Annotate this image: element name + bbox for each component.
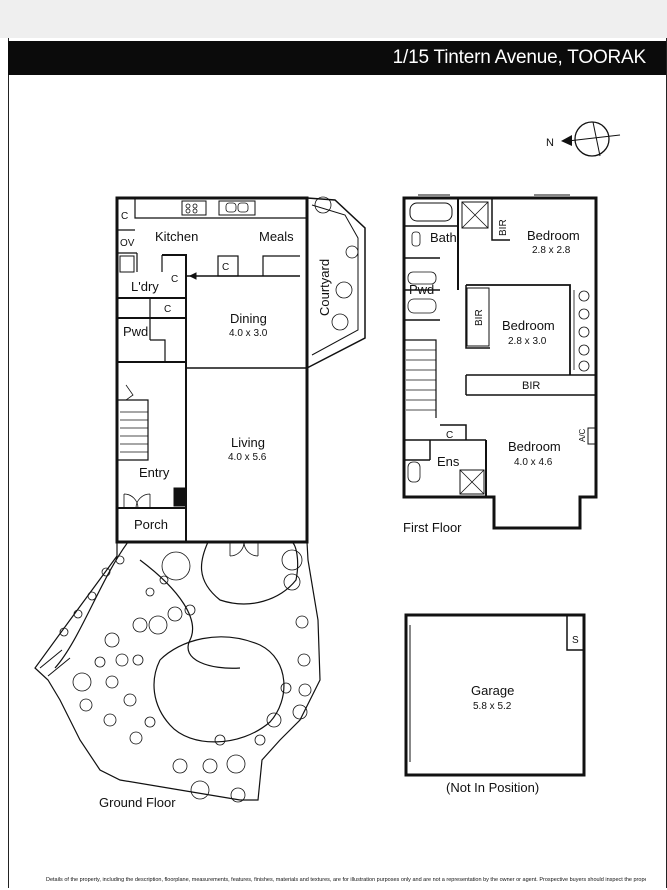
room-kitchen: Kitchen (155, 229, 198, 244)
room-bedroom-3: Bedroom (508, 439, 561, 454)
room-porch: Porch (134, 517, 168, 532)
room-ensuite: Ens (437, 454, 460, 469)
room-bedroom-2: Bedroom (502, 318, 555, 333)
room-bir-1: BIR (498, 219, 509, 236)
first-floor-title: First Floor (403, 520, 462, 535)
property-address: 1/15 Tintern Avenue, TOORAK (392, 47, 647, 68)
room-powder: Pwd (123, 324, 148, 339)
room-bedroom-1: Bedroom (527, 228, 580, 243)
room-bedroom-3-dims: 4.0 x 4.6 (514, 457, 553, 468)
garage-note: (Not In Position) (446, 780, 539, 795)
garage-dims: 5.8 x 5.2 (473, 701, 512, 712)
room-cupboard-2: C (171, 274, 178, 285)
room-oven: OV (120, 238, 135, 249)
room-cupboard-upper: C (446, 430, 453, 441)
ground-floor-plan (115, 196, 366, 557)
room-bir-3: BIR (522, 380, 540, 392)
garage-store: S (572, 635, 579, 646)
room-bedroom-2-dims: 2.8 x 3.0 (508, 336, 547, 347)
garage-name: Garage (471, 683, 514, 698)
room-bedroom-1-dims: 2.8 x 2.8 (532, 245, 571, 256)
first-floor-plan (402, 194, 598, 530)
garage-labels: Garage 5.8 x 5.2 S (Not In Position) (446, 635, 579, 795)
room-dining-dims: 4.0 x 3.0 (229, 328, 268, 339)
room-living-dims: 4.0 x 5.6 (228, 452, 267, 463)
garden-landscape (34, 196, 359, 803)
first-floor-labels: Bath BIR Bedroom 2.8 x 2.8 Pwd BIR Bedro… (403, 219, 587, 535)
room-courtyard: Courtyard (317, 259, 332, 316)
room-entry: Entry (139, 465, 170, 480)
room-meals: Meals (259, 229, 294, 244)
ground-floor-title: Ground Floor (99, 795, 176, 810)
room-bir-2: BIR (474, 309, 485, 326)
room-cupboard-1: C (121, 211, 128, 222)
north-compass-icon: N (546, 121, 621, 157)
compass-north-label: N (546, 137, 554, 149)
garage-plan (404, 613, 586, 777)
room-cupboard-4: C (222, 262, 229, 273)
disclaimer-text: Details of the property, including the d… (46, 877, 646, 883)
room-cupboard-3: C (164, 304, 171, 315)
room-ac: A/C (578, 428, 587, 442)
room-bath: Bath (430, 230, 457, 245)
room-laundry: L'dry (131, 279, 159, 294)
room-powder-upper: Pwd (409, 282, 434, 297)
room-living: Living (231, 435, 265, 450)
top-band (0, 0, 667, 38)
room-dining: Dining (230, 311, 267, 326)
header-bar: 1/15 Tintern Avenue, TOORAK (8, 41, 666, 75)
ground-floor-labels: Kitchen Meals OV C L'dry C C C Pwd Dinin… (99, 211, 332, 810)
